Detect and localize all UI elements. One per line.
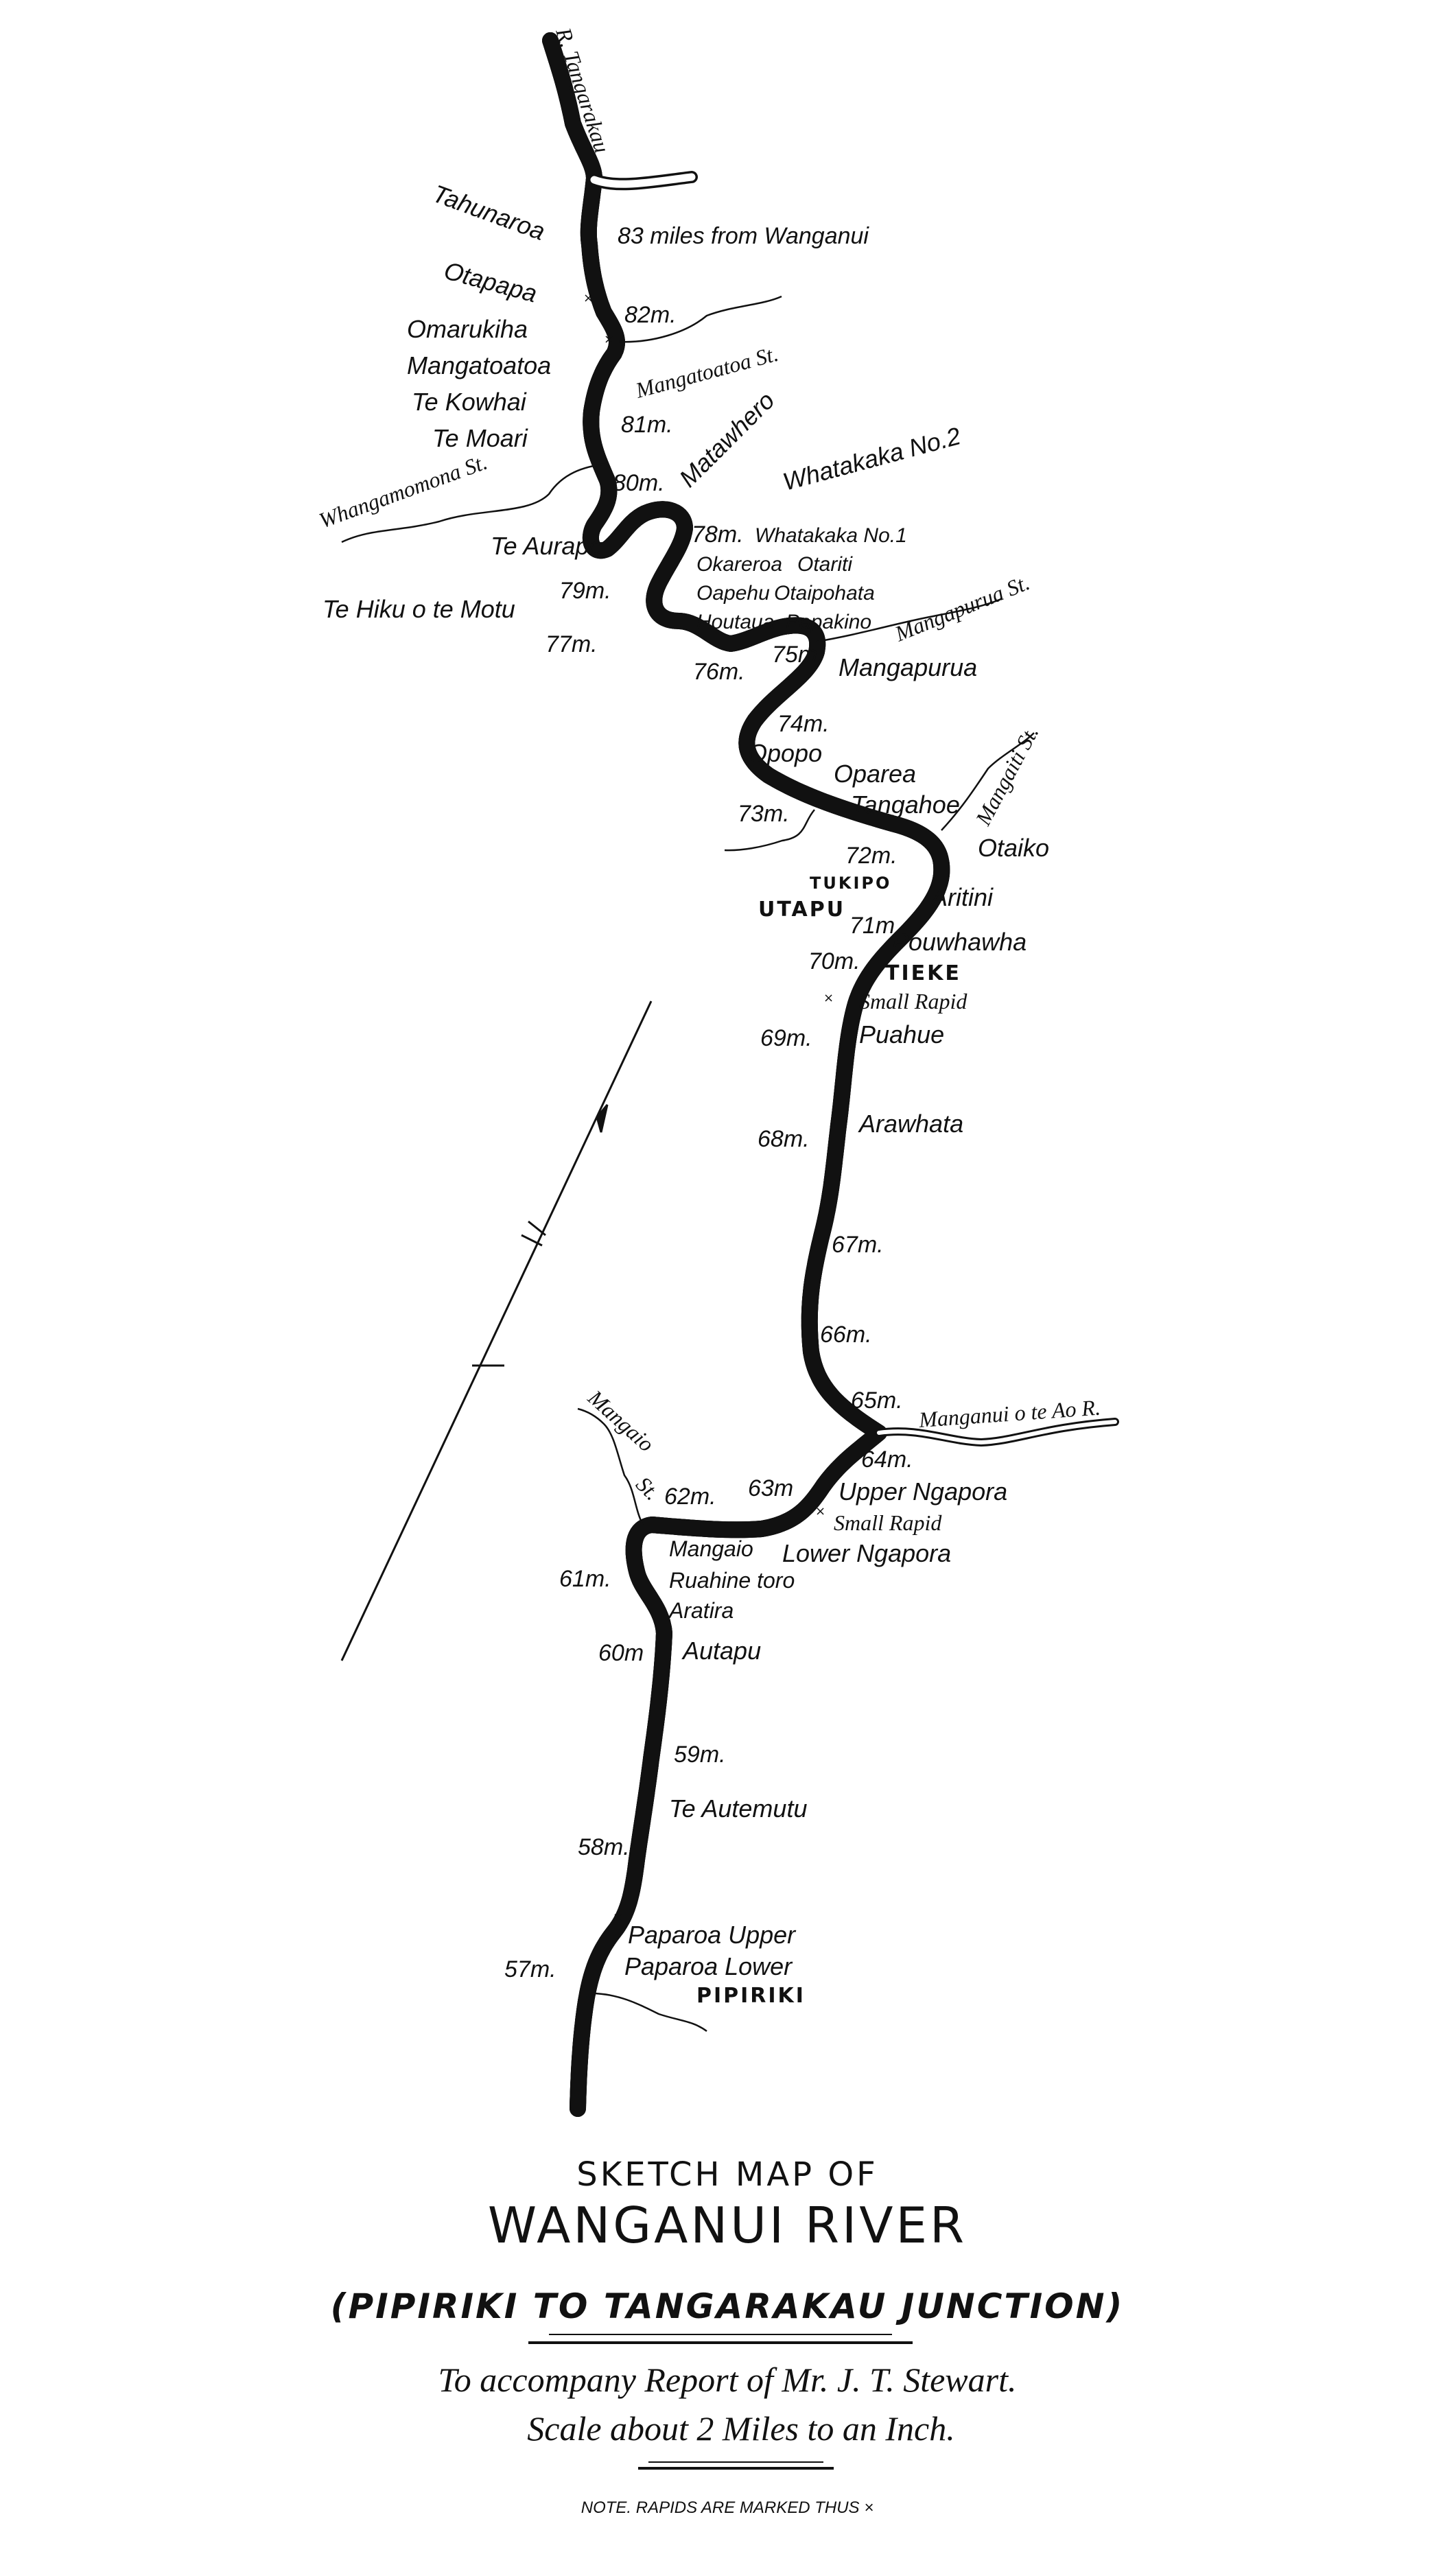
milepost-59: 59m. [674, 1742, 726, 1768]
milepost-77: 77m. [546, 631, 598, 657]
title-scale: Scale about 2 Miles to an Inch. [527, 2409, 955, 2448]
settlement-tieke: TIEKE [885, 961, 961, 985]
north-arrow [340, 1000, 653, 1661]
rapid-mark: × [604, 332, 614, 347]
rapid-mark: × [613, 1910, 623, 1925]
milepost-82: 82m. [624, 302, 677, 328]
milepost-67: 67m. [832, 1232, 884, 1258]
place-mangapurua: Mangapurua [839, 653, 977, 681]
label-whangamomona-st: Whangamomona St. [316, 449, 491, 533]
milepost-74: 74m. [777, 711, 830, 737]
milepost-75: 75m. [772, 642, 824, 668]
title-block: SKETCH MAP OF WANGANUI RIVER (PIPIRIKI T… [331, 2155, 1125, 2517]
river-branches [588, 171, 1119, 1447]
milepost-60: 60m [598, 1640, 644, 1666]
rapid-mark: × [583, 291, 594, 305]
place-tahunaroa: Tahunaroa [429, 179, 549, 246]
place-opopo: Opopo [748, 739, 822, 767]
place-te-kowhai: Te Kowhai [412, 388, 527, 416]
place-te-moari: Te Moari [432, 424, 528, 452]
place-whatakaka-1: Whatakaka No.1 [755, 524, 907, 547]
title-report-note: To accompany Report of Mr. J. T. Stewart… [438, 2361, 1016, 2399]
title-line-2: WANGANUI RIVER [488, 2197, 967, 2254]
title-subtitle: (PIPIRIKI TO TANGARAKAU JUNCTION) [331, 2286, 1125, 2326]
mangapurua-stream [816, 598, 1002, 643]
place-arawhata: Arawhata [858, 1110, 963, 1138]
milepost-64: 64m. [861, 1447, 913, 1473]
place-mangatoatoa: Mangatoatoa [407, 351, 551, 379]
place-otapapa: Otapapa [441, 256, 540, 307]
milepost-78: 78m. [692, 522, 744, 548]
title-line-1: SKETCH MAP OF [576, 2155, 878, 2194]
milepost-81: 81m. [621, 412, 673, 438]
wanganui-river [542, 32, 941, 2117]
label-mangaiti-st: Mangaiti St. [970, 722, 1044, 830]
place-otariti: Otariti [797, 553, 853, 576]
milepost-66: 66m. [820, 1322, 872, 1348]
place-oapehu: Oapehu [696, 582, 770, 605]
milepost-79: 79m. [559, 578, 611, 604]
place-matawhero: Matawhero [674, 386, 780, 493]
title-note: NOTE. RAPIDS ARE MARKED THUS × [581, 2498, 874, 2517]
tributary-streams [341, 295, 1035, 2033]
rapid-marks: × × × × × [583, 291, 834, 1925]
place-tangahoe: Tangahoe [851, 791, 960, 819]
milepost-70: 70m. [808, 948, 860, 974]
place-otaiko: Otaiko [978, 834, 1049, 862]
place-te-aurape: Te Aurape [491, 532, 602, 560]
label-mangaio-stream: Mangaio [583, 1385, 659, 1457]
milepost-58: 58m. [578, 1834, 630, 1860]
mangatoatoa-stream [618, 295, 782, 343]
place-puahue: Puahue [859, 1020, 944, 1049]
settlement-utapu: UTAPU [758, 898, 845, 922]
label-mangaio-st: St. [631, 1471, 665, 1505]
settlement-tukipo: TUKIPO [810, 874, 891, 893]
milepost-65: 65m. [851, 1387, 903, 1414]
label-mangapurua-st: Mangapurua St. [891, 570, 1033, 646]
rapid-mark: × [823, 991, 834, 1005]
settlement-pipiriki: PIPIRIKI [696, 1984, 806, 2008]
place-paparoa-lower: Paparoa Lower [624, 1952, 793, 1980]
pipiriki-stream [591, 1992, 707, 2033]
mangaiti-stream [941, 732, 1035, 831]
place-omarukiha: Omarukiha [407, 315, 528, 343]
milepost-61: 61m. [559, 1566, 611, 1592]
milepost-62: 62m. [664, 1484, 716, 1510]
place-paparoa-upper: Paparoa Upper [628, 1921, 797, 1949]
place-autapu: Autapu [681, 1637, 761, 1665]
place-small-rapid-ngapora: Small Rapid [834, 1510, 942, 1535]
milepost-71: 71m [849, 913, 895, 939]
place-oparea: Oparea [834, 760, 916, 788]
place-whatakaka-2: Whatakaka No.2 [779, 421, 963, 495]
place-papakino: Papakino [786, 611, 871, 633]
milepost-73: 73m. [738, 801, 790, 827]
milepost-57: 57m. [504, 1956, 556, 1982]
place-small-rapid-tieke: Small Rapid [859, 989, 968, 1014]
milepost-72: 72m. [845, 843, 898, 869]
place-te-hiku-o-te-motu: Te Hiku o te Motu [323, 595, 515, 623]
whangamomona-stream [341, 462, 607, 543]
rapid-mark: × [815, 1504, 825, 1519]
mangaio-stream [577, 1407, 644, 1525]
place-lower-ngapora: Lower Ngapora [782, 1539, 951, 1567]
place-okareroa: Okareroa [696, 553, 782, 576]
place-upper-ngapora: Upper Ngapora [839, 1477, 1007, 1506]
place-aratira: Aratira [668, 1598, 734, 1623]
place-aritini: Aritini [930, 883, 994, 911]
place-te-autemutu: Te Autemutu [669, 1794, 807, 1823]
milepost-68: 68m. [758, 1126, 810, 1152]
place-houtaua: Houtaua [696, 611, 774, 633]
place-otaipohata: Otaipohata [774, 582, 875, 605]
milepost-83: 83 miles from Wanganui [618, 223, 869, 249]
milepost-80: 80m. [613, 470, 665, 496]
place-pouwhawha: Pouwhawha [892, 928, 1027, 956]
unnamed-stream [724, 809, 815, 852]
milepost-63: 63m [748, 1475, 793, 1501]
milepost-69: 69m. [760, 1025, 812, 1051]
place-ruahine-toro: Ruahine toro [669, 1568, 795, 1593]
place-mangaio: Mangaio [669, 1536, 753, 1561]
milepost-76: 76m. [693, 659, 745, 685]
